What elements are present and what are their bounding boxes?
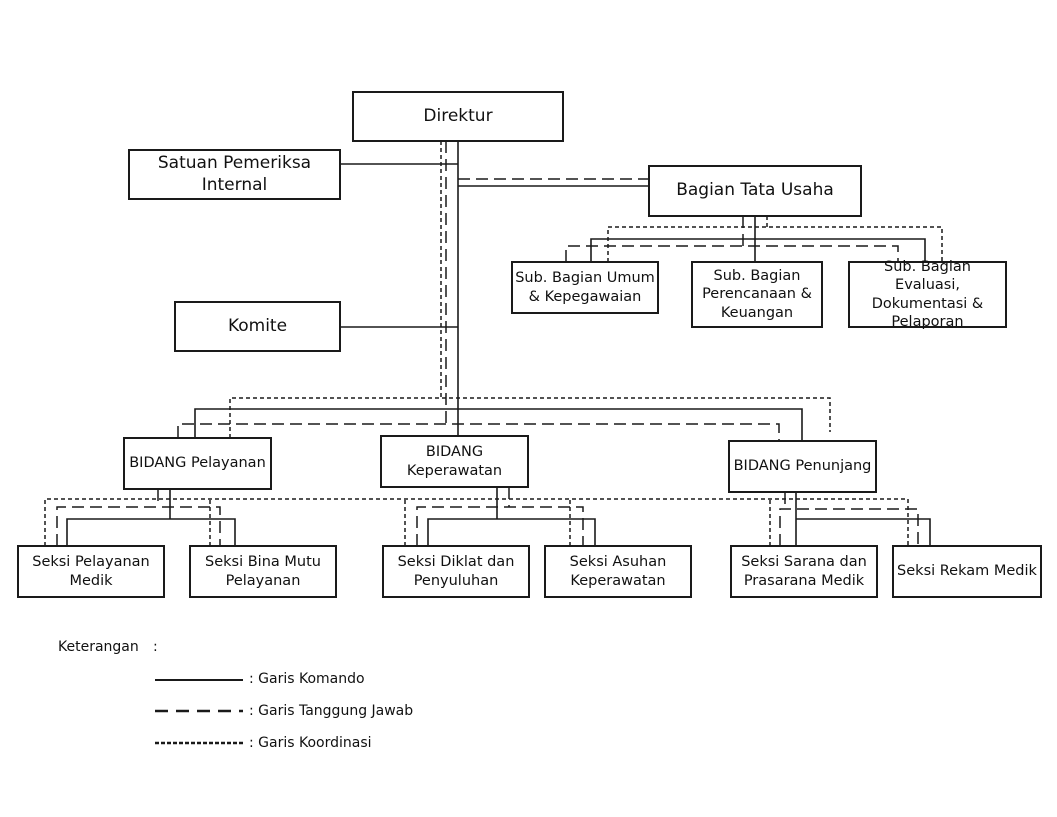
seksi-diklat-label: Seksi Diklat dan Penyuluhan: [397, 554, 515, 589]
seksi-diklat-box: Seksi Diklat dan Penyuluhan: [382, 545, 530, 598]
seksi-bina-mutu-label: Seksi Bina Mutu Pelayanan: [205, 554, 321, 589]
seksi-rekam-medik-box: Seksi Rekam Medik: [892, 545, 1042, 598]
bidang-penunjang-box: BIDANG Penunjang: [728, 440, 877, 493]
bidang-keperawatan-label: BIDANG Keperawatan: [406, 444, 503, 479]
legend-item-tanggung-jawab: : Garis Tanggung Jawab: [249, 703, 414, 719]
seksi-asuhan-box: Seksi Asuhan Keperawatan: [544, 545, 692, 598]
sub-bagian-evaluasi-label: Sub. Bagian Evaluasi, Dokumentasi & Pela…: [871, 259, 984, 330]
satuan-pemeriksa-internal-box: Satuan Pemeriksa Internal: [128, 149, 341, 200]
direktur-box: Direktur: [352, 91, 564, 142]
bagian-tata-usaha-box: Bagian Tata Usaha: [648, 165, 862, 217]
seksi-sarana-box: Seksi Sarana dan Prasarana Medik: [730, 545, 878, 598]
bagian-tata-usaha-label: Bagian Tata Usaha: [676, 180, 834, 201]
seksi-pelayanan-medik-label: Seksi Pelayanan Medik: [32, 554, 150, 589]
satuan-pemeriksa-internal-label: Satuan Pemeriksa Internal: [157, 153, 312, 195]
bidang-pelayanan-label: BIDANG Pelayanan: [129, 455, 266, 472]
bidang-pelayanan-box: BIDANG Pelayanan: [123, 437, 272, 490]
seksi-rekam-medik-label: Seksi Rekam Medik: [897, 563, 1037, 580]
legend-item-koordinasi: : Garis Koordinasi: [249, 735, 372, 751]
bidang-penunjang-label: BIDANG Penunjang: [733, 458, 872, 475]
sub-bagian-umum-label: Sub. Bagian Umum & Kepegawaian: [515, 270, 655, 305]
legend-title: Keterangan: [58, 639, 139, 655]
command-lines: [66, 141, 931, 546]
seksi-asuhan-label: Seksi Asuhan Keperawatan: [569, 554, 667, 589]
seksi-sarana-label: Seksi Sarana dan Prasarana Medik: [741, 554, 867, 589]
direktur-label: Direktur: [423, 105, 493, 126]
legend-item-komando: : Garis Komando: [249, 671, 365, 687]
legend-title-colon: :: [153, 639, 158, 655]
sub-bagian-umum-box: Sub. Bagian Umum & Kepegawaian: [511, 261, 659, 314]
seksi-pelayanan-medik-box: Seksi Pelayanan Medik: [17, 545, 165, 598]
sub-bagian-perencanaan-label: Sub. Bagian Perencanaan & Keuangan: [702, 268, 812, 321]
sub-bagian-perencanaan-box: Sub. Bagian Perencanaan & Keuangan: [691, 261, 823, 328]
coordination-lines: [44, 141, 943, 546]
seksi-bina-mutu-box: Seksi Bina Mutu Pelayanan: [189, 545, 337, 598]
komite-box: Komite: [174, 301, 341, 352]
sub-bagian-evaluasi-box: Sub. Bagian Evaluasi, Dokumentasi & Pela…: [848, 259, 1007, 330]
bidang-keperawatan-box: BIDANG Keperawatan: [380, 435, 529, 488]
responsibility-lines: [56, 141, 919, 546]
komite-label: Komite: [227, 315, 288, 336]
